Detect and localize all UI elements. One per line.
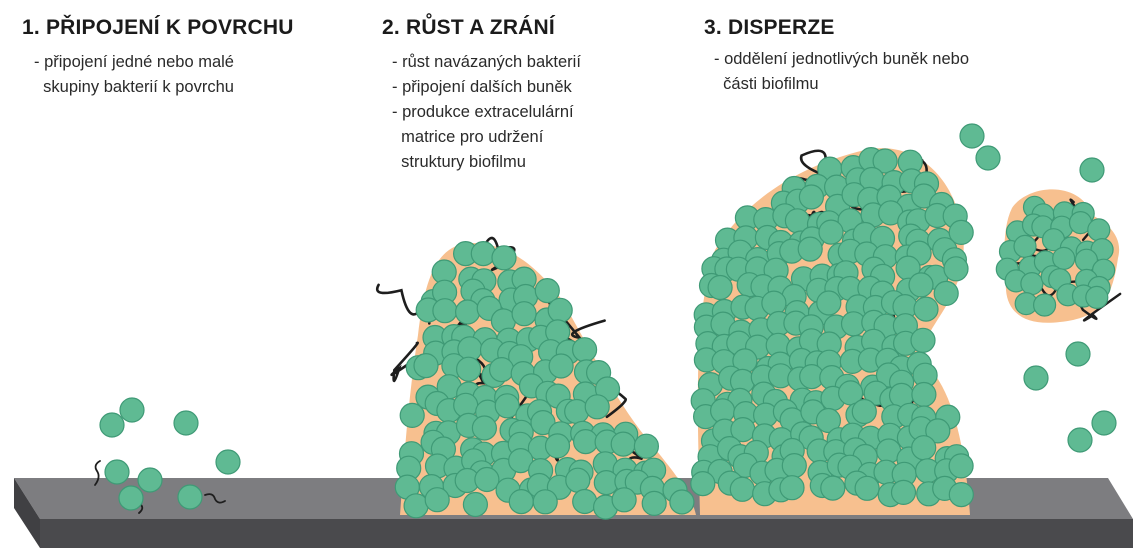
bacterium-cell (472, 416, 496, 440)
bacterium-cell (100, 413, 124, 437)
bacterium-cell (1080, 158, 1104, 182)
bacterium-cell (549, 354, 573, 378)
bacterium-cell (404, 494, 428, 518)
bacterium-cell (934, 281, 958, 305)
bacterium-cell (912, 436, 936, 460)
bacterium-cell (611, 432, 635, 456)
bacterium-cell (855, 476, 879, 500)
bacterium-cell (490, 358, 514, 382)
bacterium-cell (565, 400, 589, 424)
bacterium-cell (585, 395, 609, 419)
bacterium-cell (216, 450, 240, 474)
bacterium-cell (463, 493, 487, 517)
bacterium-cell (120, 398, 144, 422)
bacterium-cell (819, 220, 843, 244)
bacterium-cell (912, 383, 936, 407)
bacterium-cell (400, 403, 424, 427)
bacterium-cell (1024, 366, 1048, 390)
stage-points: - připojení jedné nebo malé skupiny bakt… (34, 50, 294, 100)
bacterium-cell (457, 357, 481, 381)
bacterium-cell (512, 302, 536, 326)
bacterium-cell (708, 276, 732, 300)
stage-point: - růst navázaných bakterií (392, 50, 581, 75)
bacterium-cell (105, 460, 129, 484)
bacterium-cell (782, 454, 806, 478)
bacterium-cell (548, 298, 572, 322)
bacterium-cell (138, 468, 162, 492)
bacterium-cell (817, 291, 841, 315)
bacterium-cell (1034, 294, 1056, 316)
stage-point: části biofilmu (714, 72, 969, 97)
bacterium-cell (642, 491, 666, 515)
bacterium-cell (730, 477, 754, 501)
surface-edge (40, 519, 1133, 548)
stage-point: - oddělení jednotlivých buněk nebo (714, 47, 969, 72)
stage-title: 1. PŘIPOJENÍ K POVRCHU (22, 16, 294, 40)
bacterium-cell (909, 273, 933, 297)
bacterium-cell (892, 480, 916, 504)
bacterium-cell (546, 434, 570, 458)
bacterium-cell (949, 483, 973, 507)
bacterium-cell (425, 488, 449, 512)
bacterium-cell (634, 434, 658, 458)
bacterium-cell (960, 124, 984, 148)
bacterium-cell (691, 472, 715, 496)
stage-point: struktury biofilmu (392, 150, 581, 175)
stage-1-attachment: 1. PŘIPOJENÍ K POVRCHU - připojení jedné… (22, 16, 294, 100)
bacterium-cell (574, 430, 598, 454)
bacterium-cell (119, 486, 143, 510)
bacterium-cell (573, 338, 597, 362)
bacterium-cell (456, 300, 480, 324)
stage-point: - připojení dalších buněk (392, 75, 581, 100)
bacterium-cell (178, 485, 202, 509)
bacterium-cell (475, 468, 499, 492)
stage-points: - oddělení jednotlivých buněk nebo části… (714, 47, 969, 97)
stage-2-growth: 2. RŮST A ZRÁNÍ - růst navázaných bakter… (382, 16, 581, 175)
stage-point: matrice pro udržení (392, 125, 581, 150)
stage-point: - produkce extracelulární (392, 100, 581, 125)
bacterium-cell (573, 490, 597, 514)
bacterium-cell (1021, 273, 1043, 295)
stage-3-dispersal: 3. DISPERZE - oddělení jednotlivých buně… (704, 16, 969, 97)
bacterium-cell (821, 476, 845, 500)
bacterium-cell (852, 400, 876, 424)
stage-point: - připojení jedné nebo malé (34, 50, 294, 75)
bacterium-cell (944, 257, 968, 281)
stage-title: 2. RŮST A ZRÁNÍ (382, 16, 581, 40)
bacterium-cell (533, 490, 557, 514)
bacterium-cell (433, 299, 457, 323)
bacterium-cell (1066, 342, 1090, 366)
bacterium-cell (1092, 411, 1116, 435)
bacterium-cell (174, 411, 198, 435)
bacterium-cell (612, 488, 636, 512)
stage-title: 3. DISPERZE (704, 16, 969, 40)
bacterium-cell (1014, 235, 1036, 257)
bacterium-cell (911, 328, 935, 352)
bacterium-cell (492, 246, 516, 270)
bacterium-cell (670, 490, 694, 514)
bacterium-cell (798, 237, 822, 261)
bacterium-cell (780, 476, 804, 500)
bacterium-cell (1068, 428, 1092, 452)
bacterium-cell (914, 297, 938, 321)
bacteria-cells (100, 124, 1116, 519)
bacterium-cell (799, 185, 823, 209)
bacterium-cell (566, 468, 590, 492)
stage-points: - růst navázaných bakterií - připojení d… (392, 50, 581, 175)
bacterium-cell (414, 354, 438, 378)
bacterium-cell (471, 242, 495, 266)
bacterium-cell (1088, 219, 1110, 241)
stage-point: skupiny bakterií k povrchu (34, 75, 294, 100)
bacterium-cell (976, 146, 1000, 170)
bacterium-cell (509, 490, 533, 514)
bacterium-cell (1086, 286, 1108, 308)
bacterium-cell (949, 454, 973, 478)
